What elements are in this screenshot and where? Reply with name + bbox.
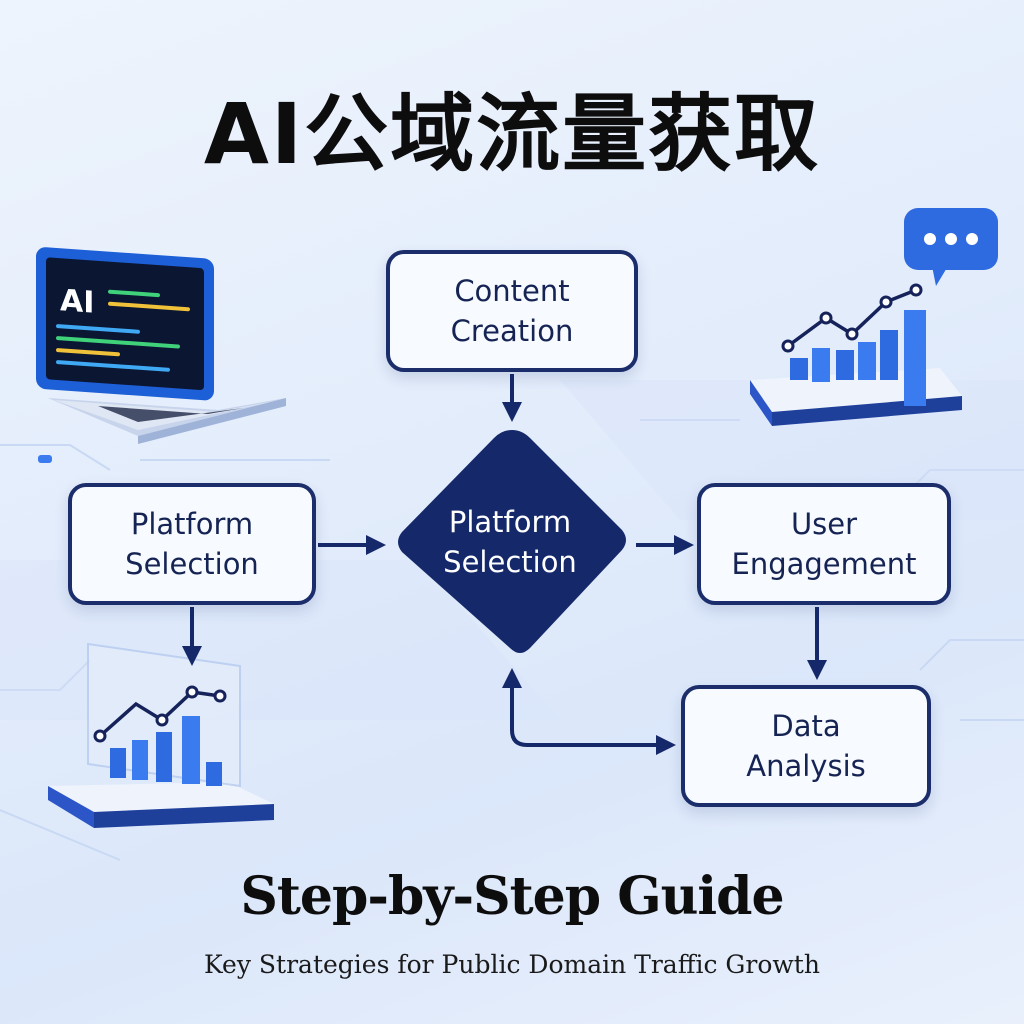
- guide-tagline: Key Strategies for Public Domain Traffic…: [204, 950, 820, 979]
- node-platform-selection-left: Platform Selection: [68, 483, 316, 605]
- page-title: AI公域流量获取: [203, 85, 821, 183]
- node-data-analysis: Data Analysis: [681, 685, 931, 807]
- node-user-engagement: User Engagement: [697, 483, 951, 605]
- arrow-loop-data-center: [510, 680, 676, 755]
- node-label: Content Creation: [450, 274, 574, 348]
- node-label: Platform Selection: [125, 507, 259, 581]
- center-diamond: [398, 430, 626, 653]
- node-label: Data Analysis: [746, 709, 866, 783]
- laptop-icon: AI: [36, 247, 286, 444]
- node-platform-selection-center: Platform Selection: [443, 505, 577, 579]
- guide-subtitle: Step-by-Step Guide: [240, 866, 784, 927]
- chat-bubble-icon: [904, 208, 998, 286]
- node-content-creation: Content Creation: [386, 250, 638, 372]
- node-label: User Engagement: [731, 507, 917, 581]
- bar-chart-icon: [48, 642, 274, 828]
- bar-chart-icon: [750, 208, 998, 426]
- laptop-screen-text: AI: [60, 283, 94, 320]
